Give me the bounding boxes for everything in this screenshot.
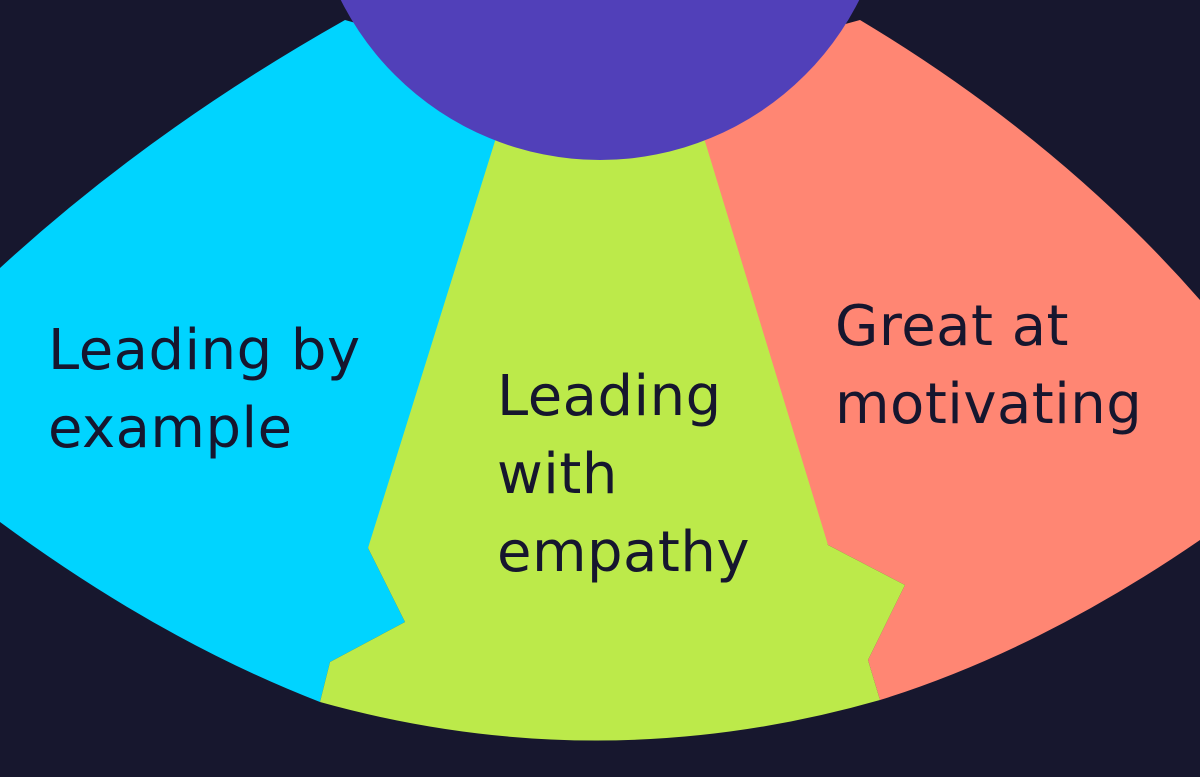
center-segment bbox=[320, 125, 905, 741]
hub-circle bbox=[340, 0, 860, 160]
label-leading-by-example: Leading by example bbox=[48, 318, 361, 461]
label-leading-with-empathy: Leading with empathy bbox=[497, 364, 750, 585]
label-great-at-motivating: Great at motivating bbox=[835, 294, 1143, 437]
left-segment bbox=[0, 20, 560, 702]
right-segment bbox=[640, 20, 1200, 700]
